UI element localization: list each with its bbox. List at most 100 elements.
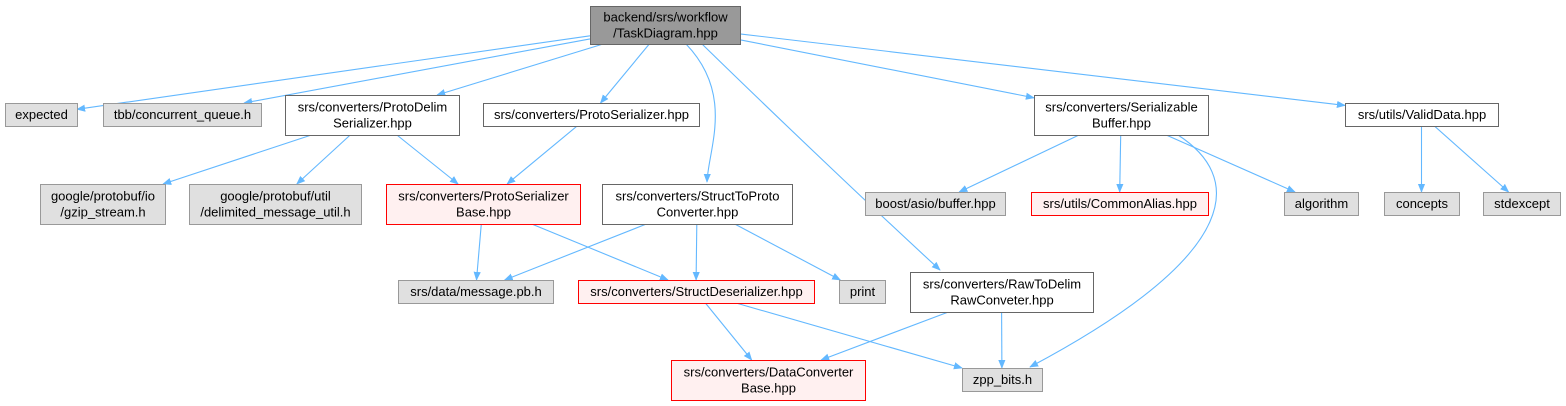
edge-rtd-to-dcb — [820, 311, 949, 361]
node-label: Serializer.hpp — [333, 116, 412, 131]
node-tbb: tbb/concurrent_queue.h — [103, 103, 262, 127]
node-label: Converter.hpp — [657, 205, 739, 220]
node-label: Base.hpp — [741, 381, 796, 396]
node-label: RawConveter.hpp — [950, 293, 1053, 308]
node-label: srs/converters/RawToDelim — [923, 277, 1081, 292]
node-stdx: stdexcept — [1483, 192, 1561, 216]
node-label: srs/data/message.pb.h — [410, 284, 542, 299]
edge-root-to-tbb — [243, 38, 591, 106]
node-gz: google/protobuf/io/gzip_stream.h — [40, 184, 166, 225]
node-box — [1345, 103, 1499, 127]
edge-root-to-sb — [739, 39, 1035, 100]
edge-sb-to-bab — [958, 134, 1080, 193]
node-box — [483, 103, 700, 127]
node-label: Buffer.hpp — [1092, 116, 1151, 131]
node-box — [285, 95, 460, 136]
node-label: google/protobuf/util — [220, 189, 331, 204]
node-con: concepts — [1384, 192, 1460, 216]
node-box — [398, 280, 554, 304]
node-box — [602, 184, 793, 225]
node-label: zpp_bits.h — [973, 372, 1032, 387]
edge-sd-to-zpp — [735, 302, 963, 370]
node-ps[interactable]: srs/converters/ProtoSerializer.hpp — [483, 103, 700, 127]
edge-stpc-to-sd — [692, 223, 700, 281]
node-label: srs/converters/ProtoDelim — [298, 100, 448, 115]
node-box — [590, 6, 741, 45]
node-label: srs/converters/DataConverter — [684, 365, 854, 380]
edge-pds-to-dm — [296, 134, 351, 185]
node-box — [671, 360, 866, 401]
node-box — [1034, 95, 1209, 136]
edge-root-to-expected — [76, 35, 591, 112]
edge-ps-to-psb — [506, 125, 578, 185]
node-box — [578, 280, 815, 304]
edge-root-to-ps — [599, 43, 650, 104]
node-box — [1284, 192, 1359, 216]
edge-root-to-vd — [739, 33, 1346, 109]
node-vd[interactable]: srs/utils/ValidData.hpp — [1345, 103, 1499, 127]
node-box — [910, 272, 1094, 313]
edge-sb-to-alg — [1165, 134, 1296, 193]
nodes-layer: backend/srs/workflow/TaskDiagram.hpp expe… — [5, 6, 1561, 401]
node-box — [189, 184, 362, 225]
edge-sb-to-zpp — [1029, 134, 1217, 368]
node-bab: boost/asio/buffer.hpp — [865, 192, 1006, 216]
edge-stpc-to-print — [734, 223, 842, 281]
edge-vd-to-stdx — [1434, 125, 1510, 193]
edge-psb-to-msg — [473, 223, 482, 281]
node-ca: srs/utils/CommonAlias.hpp — [1031, 192, 1209, 216]
node-label: backend/srs/workflow — [603, 10, 728, 25]
edge-psb-to-sd — [531, 223, 669, 281]
node-alg: algorithm — [1284, 192, 1359, 216]
node-dm: google/protobuf/util/delimited_message_u… — [189, 184, 362, 225]
node-root[interactable]: backend/srs/workflow/TaskDiagram.hpp — [590, 6, 741, 45]
node-label: srs/converters/StructDeserializer.hpp — [590, 284, 802, 299]
edge-root-to-rtd — [701, 43, 941, 271]
node-label: stdexcept — [1494, 196, 1550, 211]
edge-pds-to-gz — [162, 134, 312, 185]
node-box — [386, 184, 581, 225]
node-expected: expected — [5, 103, 78, 127]
node-print: print — [839, 280, 886, 304]
node-label: print — [850, 284, 876, 299]
node-box — [865, 192, 1006, 216]
node-box — [40, 184, 166, 225]
node-box — [1384, 192, 1460, 216]
node-label: /TaskDiagram.hpp — [613, 26, 718, 41]
node-box — [5, 103, 78, 127]
node-box — [1031, 192, 1209, 216]
node-label: Base.hpp — [456, 205, 511, 220]
node-label: /delimited_message_util.h — [200, 205, 350, 220]
node-label: srs/utils/ValidData.hpp — [1358, 107, 1486, 122]
node-label: boost/asio/buffer.hpp — [875, 196, 995, 211]
edges-layer — [76, 33, 1510, 370]
node-sd: srs/converters/StructDeserializer.hpp — [578, 280, 815, 304]
node-box — [103, 103, 262, 127]
node-label: srs/utils/CommonAlias.hpp — [1043, 196, 1197, 211]
node-stpc[interactable]: srs/converters/StructToProtoConverter.hp… — [602, 184, 793, 225]
node-label: srs/converters/ProtoSerializer.hpp — [494, 107, 689, 122]
node-msg: srs/data/message.pb.h — [398, 280, 554, 304]
node-zpp: zpp_bits.h — [962, 368, 1043, 392]
edge-root-to-stpc — [685, 43, 716, 183]
node-label: srs/converters/StructToProto — [616, 189, 780, 204]
edge-root-to-pds — [436, 43, 604, 97]
node-box — [839, 280, 886, 304]
node-label: concepts — [1396, 196, 1449, 211]
node-label: /gzip_stream.h — [60, 205, 145, 220]
node-label: srs/converters/Serializable — [1045, 100, 1197, 115]
edge-stpc-to-msg — [503, 223, 647, 281]
node-box — [1483, 192, 1561, 216]
node-label: google/protobuf/io — [51, 189, 155, 204]
node-label: expected — [15, 107, 68, 122]
edge-sb-to-ca — [1116, 134, 1124, 193]
node-label: tbb/concurrent_queue.h — [114, 107, 251, 122]
node-box — [962, 368, 1043, 392]
node-label: srs/converters/ProtoSerializer — [398, 189, 569, 204]
